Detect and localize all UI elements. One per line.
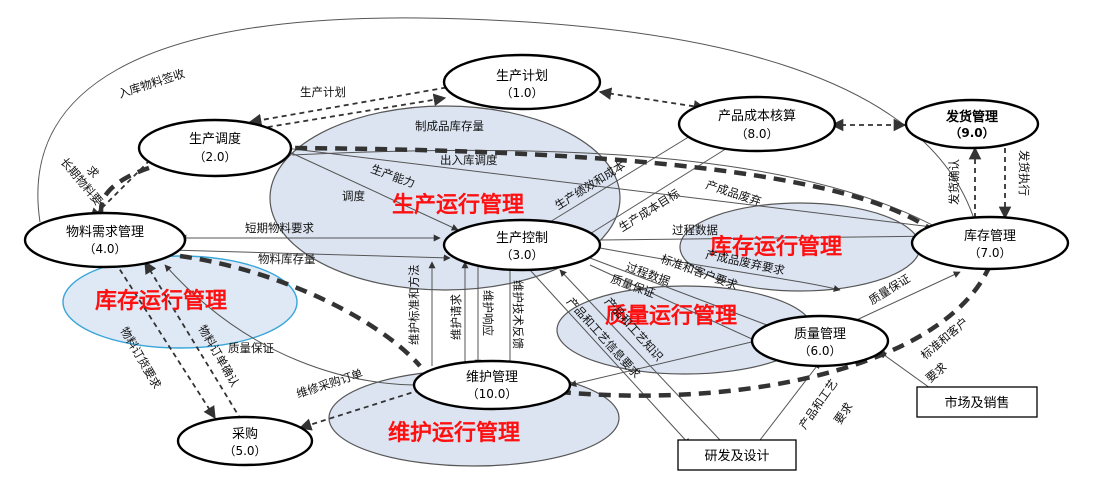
node-mrp-name: 物料需求管理: [66, 225, 144, 240]
node-dispatch[interactable]: 生产调度 （2.0）: [137, 118, 293, 178]
node-quality-name: 质量管理: [794, 327, 846, 342]
label-maint-feedback: 维护技术反馈: [511, 280, 525, 349]
node-control-code: （3.0）: [500, 248, 543, 262]
label-dispatch: 调度: [342, 189, 365, 203]
edge-dispatch-plan: [249, 93, 447, 131]
node-plan-code: （1.0）: [500, 86, 543, 100]
loop-right: [559, 264, 993, 398]
node-control-name: 生产控制: [496, 231, 548, 246]
edge-process-data: [599, 232, 941, 241]
node-control[interactable]: 生产控制 （3.0）: [442, 218, 602, 272]
edge-mrp-purchase-1: [114, 261, 216, 420]
node-stock-name: 库存管理: [964, 228, 1016, 244]
external-market[interactable]: 市场及销售: [916, 386, 1038, 418]
external-rnd[interactable]: 研发及设计: [677, 439, 797, 471]
edge-mat-stock: [169, 249, 451, 262]
edge-std-customer: [589, 257, 781, 332]
label-short-req: 短期物料要求: [245, 221, 314, 235]
edge-capacity: [284, 149, 459, 231]
edge-quality-data: [589, 264, 766, 346]
node-cost-name: 产品成本核算: [718, 109, 796, 124]
node-stock-code: （7.0）: [968, 246, 1011, 260]
node-maint-code: （10.0）: [467, 387, 518, 401]
zone-label-production: 生产运行管理: [392, 192, 524, 218]
node-ship-name: 发货管理: [945, 109, 998, 125]
label-ship-exec: 发货执行: [1017, 150, 1031, 196]
node-plan-name: 生产计划: [496, 69, 548, 84]
node-dispatch-name: 生产调度: [189, 131, 241, 147]
zone-label-inventory-right: 库存运行管理: [710, 234, 842, 260]
label-finished-stock: 制成品库存量: [415, 119, 484, 133]
edge-quality-maint: [569, 339, 761, 387]
label-std-customer-req-b: 要求: [923, 359, 950, 385]
node-mrp-code: （4.0）: [83, 242, 126, 256]
label-maint-response: 维护响应: [481, 290, 495, 336]
loop-left: [179, 253, 422, 368]
node-cost[interactable]: 产品成本核算 （8.0）: [677, 95, 837, 153]
label-inbound-sign: 入库物料签收: [117, 66, 187, 101]
node-cost-code: （8.0）: [735, 127, 778, 141]
label-process-data: 过程数据: [672, 223, 718, 237]
edge-maint-purchase: [298, 389, 421, 431]
node-purchase-name: 采购: [232, 426, 258, 442]
label-std-customer-req-a: 标准和客户: [918, 315, 971, 363]
edge-plan-dispatch: [248, 85, 456, 127]
edge-waste: [599, 247, 841, 292]
edge-cost-target: [584, 139, 741, 238]
node-purchase[interactable]: 采购 （5.0）: [176, 415, 314, 467]
edge-quality-assure: [164, 264, 421, 386]
zone-label-quality: 质量运行管理: [605, 303, 737, 329]
zone-label-maintenance: 维护运行管理: [388, 420, 520, 446]
node-ship-code: （9.0）: [949, 125, 994, 140]
label-ship-confirm: 发货确认: [947, 159, 961, 205]
edge-inbound-sign: [37, 17, 976, 223]
label-maint-method: 维护标准和方法: [407, 265, 421, 346]
edge-finished-stock: [284, 147, 941, 231]
edge-product-tech-info: [529, 269, 691, 446]
label-long-req-a: 长期物料要: [58, 155, 106, 208]
label-inout-dispatch: 出入库调度: [440, 153, 498, 167]
edge-market-quality: [879, 351, 931, 389]
node-quality[interactable]: 质量管理 （6.0）: [750, 314, 890, 368]
external-market-label: 市场及销售: [944, 395, 1009, 411]
edge-mrp-purchase-2: [144, 260, 241, 419]
edge-plan-cost: [598, 87, 707, 113]
label-prod-plan: 生产计划: [300, 85, 346, 99]
edge-product-tech: [559, 269, 721, 441]
label-product-tech-req-b: 要求: [831, 399, 856, 426]
edge-rnd-quality: [759, 361, 821, 441]
node-ship[interactable]: 发货管理 （9.0）: [904, 98, 1040, 150]
node-stock[interactable]: 库存管理 （7.0）: [910, 215, 1070, 271]
label-maint-request: 维护请求: [449, 294, 463, 340]
zone-label-inventory-left: 库存运行管理: [95, 288, 227, 314]
edge-perf-cost: [544, 129, 701, 226]
node-maint[interactable]: 维护管理 （10.0）: [412, 359, 572, 411]
label-mat-stock: 物料库存量: [258, 252, 316, 266]
node-purchase-code: （5.0）: [223, 444, 266, 458]
node-plan[interactable]: 生产计划 （1.0）: [442, 53, 602, 111]
node-quality-code: （6.0）: [798, 344, 841, 358]
label-quality-assure2: 质量保证: [228, 341, 274, 355]
node-dispatch-code: （2.0）: [193, 150, 236, 164]
label-product-waste: 产成品废弃: [704, 178, 763, 209]
node-maint-name: 维护管理: [466, 370, 518, 385]
node-mrp[interactable]: 物料需求管理 （4.0）: [23, 211, 187, 269]
external-rnd-label: 研发及设计: [704, 448, 769, 464]
